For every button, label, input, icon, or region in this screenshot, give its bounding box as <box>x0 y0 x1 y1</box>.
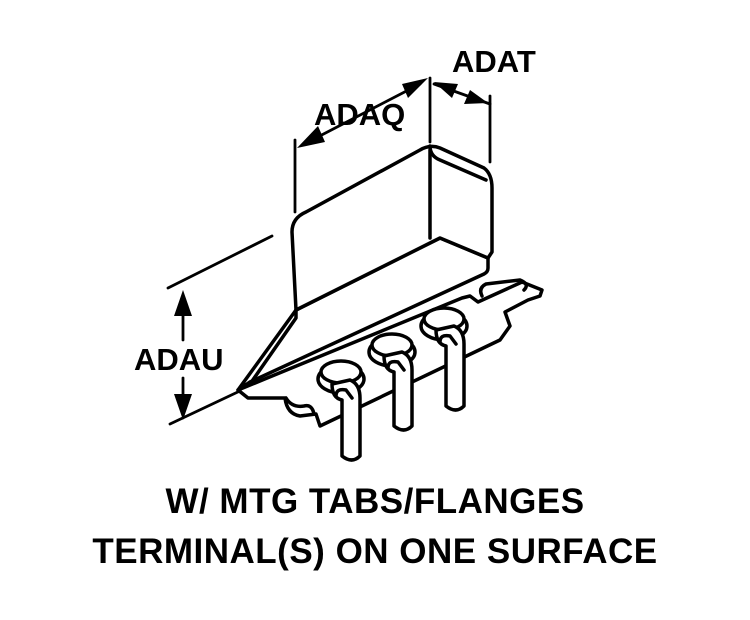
adau-label: ADAU <box>134 342 224 377</box>
adaq-dimension-line <box>310 82 422 142</box>
extension-line-height-top <box>166 234 274 290</box>
flange-notch-front <box>284 396 316 416</box>
dimension-adau: ADAU <box>134 290 224 420</box>
terminal-1-bend <box>334 387 354 400</box>
dimension-adat: ADAT <box>432 44 536 106</box>
adau-arrowhead-bottom <box>174 394 192 420</box>
case-top-edge <box>428 144 488 182</box>
caption-line-1: W/ MTG TABS/FLANGES <box>165 482 584 521</box>
adaq-label: ADAQ <box>314 97 405 132</box>
terminal-1 <box>316 359 366 462</box>
adaq-arrowhead-left <box>297 126 325 148</box>
adat-arrowhead-left <box>434 82 458 98</box>
caption-line-2: TERMINAL(S) ON ONE SURFACE <box>92 532 657 571</box>
main-case <box>290 144 494 312</box>
base-block-edge <box>248 308 298 386</box>
component-body <box>236 144 544 428</box>
terminal-1-cap <box>319 359 363 385</box>
adau-arrowhead-top <box>174 290 192 316</box>
adaq-arrowhead-right <box>402 78 428 98</box>
flange-tab-slot <box>478 278 528 298</box>
terminal-3 <box>419 306 469 412</box>
terminal-2 <box>367 332 417 432</box>
terminal-3-bend <box>438 333 458 346</box>
adat-arrowhead-right <box>464 90 488 104</box>
extension-line-height-bottom <box>168 388 244 426</box>
adat-label: ADAT <box>452 44 536 79</box>
dimension-adaq: ADAQ <box>297 78 428 148</box>
terminal-2-bend <box>386 359 406 372</box>
extension-lines <box>166 76 492 426</box>
